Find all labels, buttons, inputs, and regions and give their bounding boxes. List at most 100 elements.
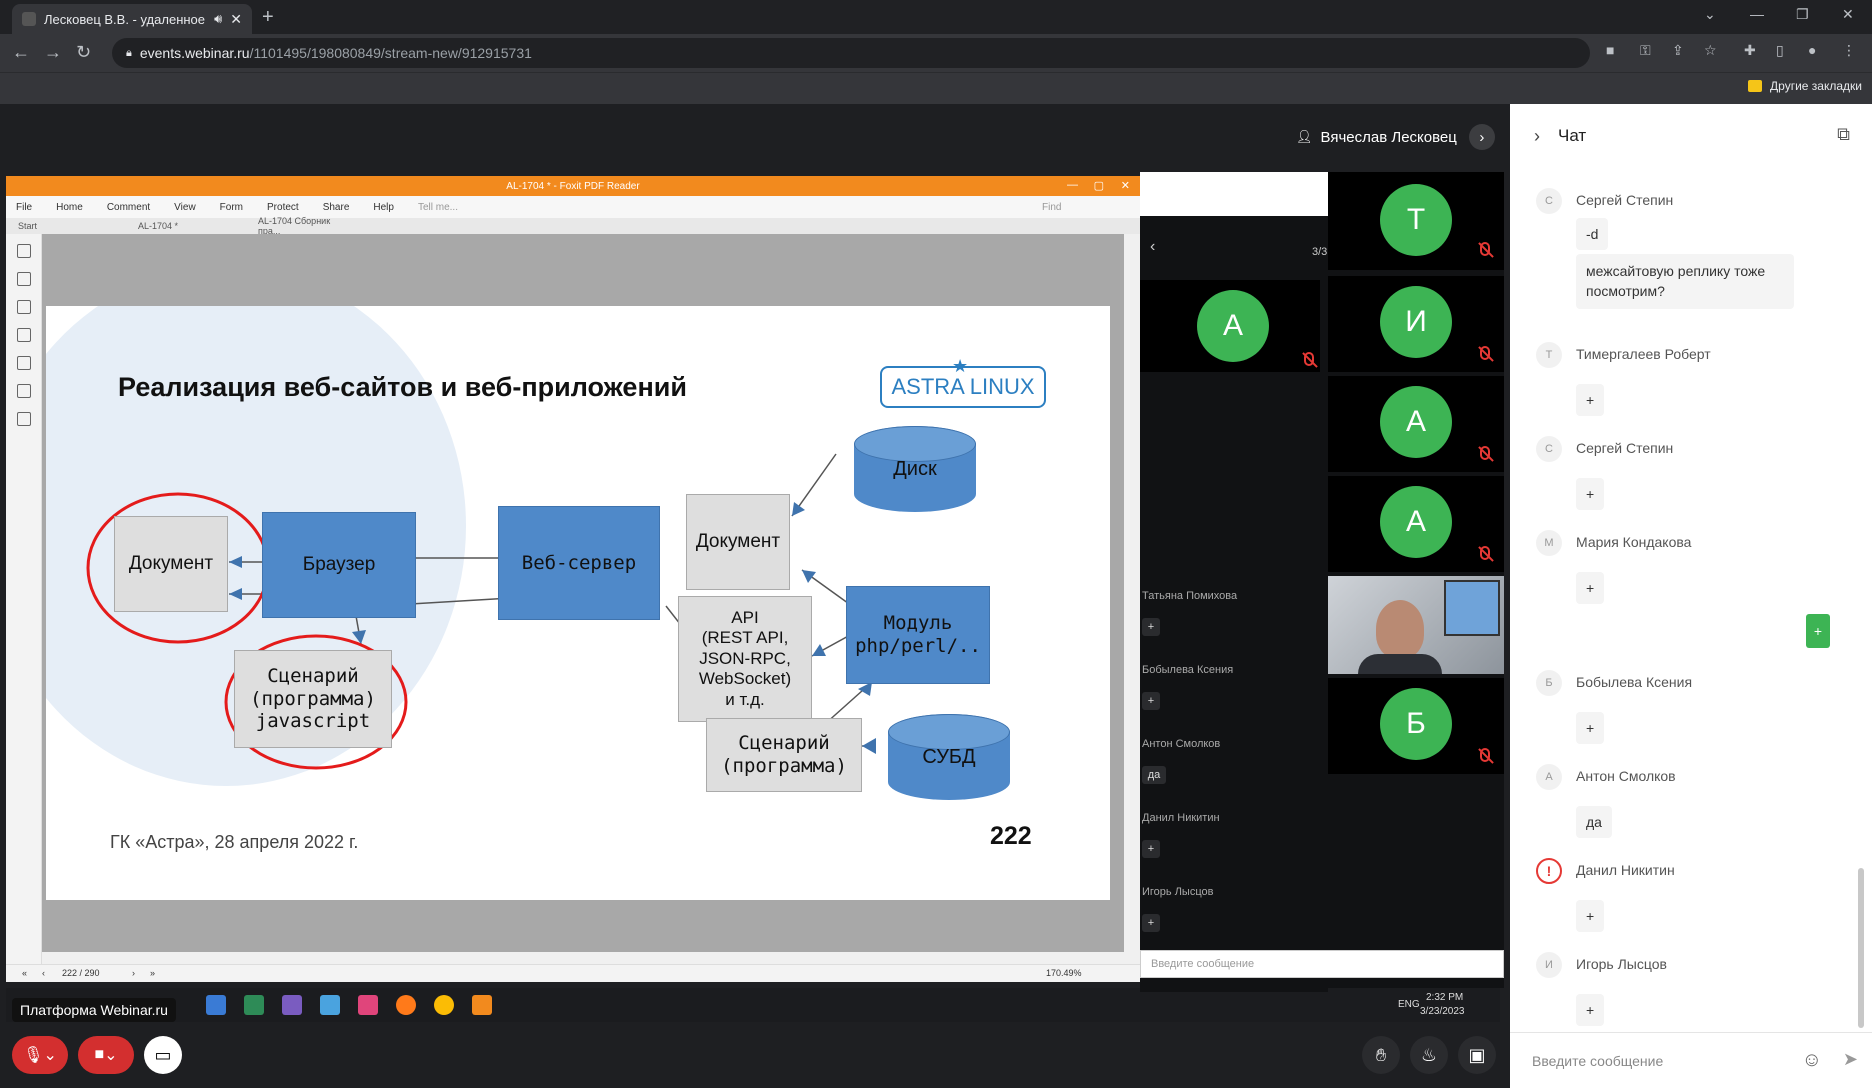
minichat-message: +: [1142, 692, 1160, 710]
layout-button[interactable]: ▣: [1458, 1036, 1496, 1074]
participant-tile[interactable]: Б: [1328, 678, 1504, 774]
screen-share-button[interactable]: ▭: [144, 1036, 182, 1074]
logo-text: ASTRA LINUX: [891, 374, 1035, 399]
zoom-level[interactable]: 170.49%: [1046, 968, 1082, 978]
address-bar[interactable]: 🔒︎ events.webinar.ru/1101495/198080849/s…: [112, 38, 1590, 68]
camera-icon[interactable]: ■: [1606, 42, 1615, 58]
last-page-button[interactable]: »: [150, 968, 156, 978]
share-icon[interactable]: ⇪: [1672, 42, 1684, 58]
gallery-slide-preview: [1140, 172, 1328, 216]
star-icon[interactable]: ☆: [1704, 42, 1717, 58]
presenter-badge[interactable]: 👤︎ Вячеслав Лесковец ›: [1296, 124, 1495, 150]
add-reaction-button[interactable]: +: [1806, 614, 1830, 648]
app-icon[interactable]: [244, 995, 264, 1015]
app-icon[interactable]: [206, 995, 226, 1015]
menu-share[interactable]: Share: [322, 201, 350, 213]
avatar: Б: [1536, 670, 1562, 696]
app-icon[interactable]: [358, 995, 378, 1015]
participant-tile[interactable]: А: [1328, 476, 1504, 572]
chevron-right-icon[interactable]: ›: [1468, 124, 1495, 150]
sender-name: Антон Смолков: [1576, 768, 1676, 784]
maximize-pdf-window-icon[interactable]: ▢: [1093, 180, 1104, 192]
bookmark-icon[interactable]: [16, 244, 31, 258]
sidepanel-icon[interactable]: ▯: [1776, 42, 1784, 58]
chat-input[interactable]: Введите сообщение ☺ ➤: [1510, 1032, 1872, 1088]
participant-tile[interactable]: Т: [1328, 172, 1504, 270]
app-icon[interactable]: [320, 995, 340, 1015]
message-text: +: [1576, 572, 1605, 604]
close-pdf-window-icon[interactable]: ✕: [1120, 180, 1130, 192]
speaker-icon[interactable]: 🔊︎: [214, 11, 223, 26]
key-icon[interactable]: ⚿: [1640, 42, 1651, 58]
menu-form[interactable]: Form: [219, 201, 244, 213]
comment-icon[interactable]: [16, 300, 31, 314]
tell-me-search[interactable]: Tell me...: [417, 201, 458, 213]
pdf-status-bar: « ‹ 222 / 290 › » 170.49%: [6, 964, 1140, 982]
next-page-button[interactable]: ›: [132, 968, 135, 978]
pages-icon[interactable]: [16, 272, 31, 286]
app-icon[interactable]: [282, 995, 302, 1015]
menu-file[interactable]: File: [16, 201, 33, 213]
gallery-pager: 3/3: [1312, 246, 1328, 258]
camera-toggle-button[interactable]: ■⌄: [78, 1036, 134, 1074]
close-tab-icon[interactable]: ✕: [230, 10, 242, 27]
minimize-window-button[interactable]: —: [1750, 6, 1764, 22]
reload-icon[interactable]: ↻: [76, 42, 92, 62]
attachment-icon[interactable]: [16, 356, 31, 370]
gallery-prev-icon[interactable]: ‹: [1150, 238, 1156, 255]
presenter-name: Вячеслав Лесковец: [1320, 128, 1457, 146]
diagram-module: Модуль php/perl/..: [846, 586, 990, 684]
security-icon[interactable]: [16, 384, 31, 398]
new-tab-button[interactable]: +: [262, 6, 274, 28]
participant-tile[interactable]: А: [1328, 376, 1504, 472]
doc-tab-start[interactable]: Start: [18, 221, 38, 231]
foxit-icon[interactable]: [472, 995, 492, 1015]
chevron-right-icon[interactable]: ›: [1534, 125, 1540, 146]
find-input[interactable]: Find: [1041, 201, 1062, 213]
pdf-title-bar: AL-1704 * - Foxit PDF Reader ✕ ▢ —: [6, 176, 1140, 196]
diagram-script-server: Сценарий (программа): [706, 718, 862, 792]
layers-icon[interactable]: [16, 328, 31, 342]
reactions-button[interactable]: ♨: [1410, 1036, 1448, 1074]
send-icon[interactable]: ➤: [1842, 1049, 1858, 1069]
menu-home[interactable]: Home: [56, 201, 83, 213]
menu-dots-icon[interactable]: ⋮: [1842, 42, 1856, 58]
menu-help[interactable]: Help: [373, 201, 394, 213]
back-arrow-icon[interactable]: ←: [12, 42, 30, 62]
prev-page-button[interactable]: ‹: [42, 968, 45, 978]
mic-toggle-button[interactable]: 🎙︎⌄: [12, 1036, 68, 1074]
browser-tab[interactable]: Лесковец В.В. - удаленное 🔊︎ ✕: [12, 4, 252, 34]
extensions-icon[interactable]: ✚: [1744, 42, 1756, 58]
mic-muted-icon: [1480, 546, 1490, 560]
popout-icon[interactable]: ⧉: [1837, 124, 1850, 144]
profile-icon[interactable]: ●: [1808, 42, 1817, 58]
presenter-video-tile[interactable]: [1328, 576, 1504, 674]
participant-tile[interactable]: А: [1140, 280, 1320, 372]
other-bookmarks-folder[interactable]: Другие закладки: [1748, 79, 1862, 93]
restore-window-button[interactable]: ❐: [1796, 6, 1809, 22]
star-icon: ★: [952, 356, 969, 376]
doc-tab-al1704[interactable]: AL-1704 *: [138, 221, 179, 231]
lang-indicator[interactable]: ENG: [1398, 999, 1420, 1010]
chat-scrollbar[interactable]: [1858, 868, 1864, 1028]
browser-toolbar: ← → ↻ 🔒︎ events.webinar.ru/1101495/19808…: [0, 34, 1872, 72]
page-indicator[interactable]: 222 / 290: [62, 968, 100, 978]
first-page-button[interactable]: «: [22, 968, 28, 978]
minichat-input[interactable]: Введите сообщение: [1140, 950, 1504, 978]
forward-arrow-icon[interactable]: →: [44, 42, 62, 62]
minichat-name: Игорь Лысцов: [1142, 886, 1214, 898]
firefox-icon[interactable]: [396, 995, 416, 1015]
menu-view[interactable]: View: [174, 201, 196, 213]
close-window-button[interactable]: ✕: [1842, 6, 1854, 22]
menu-protect[interactable]: Protect: [267, 201, 299, 213]
raise-hand-button[interactable]: ✋︎: [1362, 1036, 1400, 1074]
menu-comment[interactable]: Comment: [106, 201, 151, 213]
tab-search-icon[interactable]: ⌄: [1704, 6, 1716, 22]
participant-tile[interactable]: И: [1328, 276, 1504, 372]
signature-icon[interactable]: [16, 412, 31, 426]
emoji-icon[interactable]: ☺: [1801, 1049, 1822, 1071]
minimize-pdf-window-icon[interactable]: —: [1067, 179, 1078, 191]
doc-tab-collection[interactable]: AL-1704 Сборник пра...: [258, 216, 331, 236]
chrome-icon[interactable]: [434, 995, 454, 1015]
message-text: +: [1576, 712, 1605, 744]
